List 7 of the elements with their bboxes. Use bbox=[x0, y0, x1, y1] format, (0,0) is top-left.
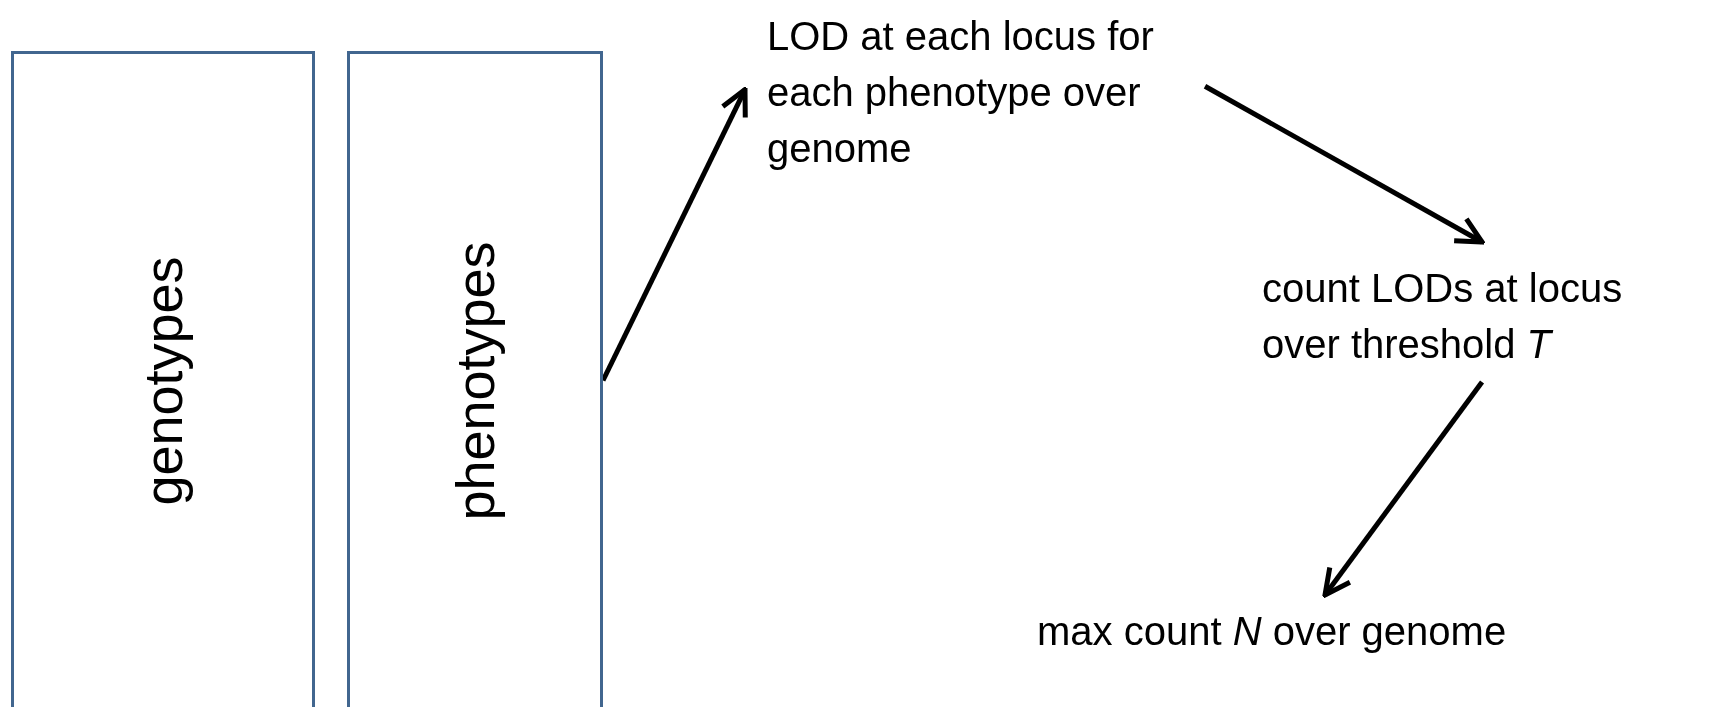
data-table-box bbox=[11, 51, 315, 707]
step-text: count LODs at locus over threshold T bbox=[1262, 265, 1624, 368]
step-text: LOD at each locus for each phenotype over genome bbox=[767, 13, 1155, 172]
arrow bbox=[1203, 84, 1485, 245]
arrow bbox=[1322, 380, 1485, 598]
data-table-box bbox=[347, 51, 603, 707]
step-text: max count N over genome bbox=[1037, 608, 1508, 655]
